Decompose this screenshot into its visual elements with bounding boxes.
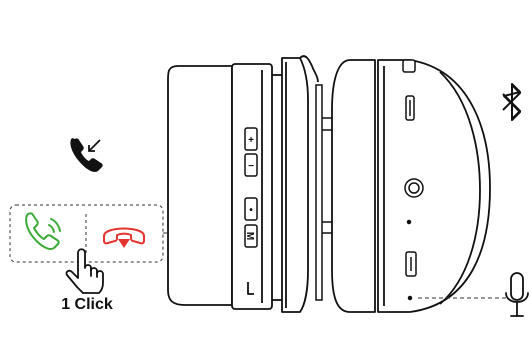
button-plus-label: + xyxy=(248,135,254,146)
button-multifunction-label: • xyxy=(249,205,253,216)
hinge-arms xyxy=(316,85,333,300)
tap-hand-icon xyxy=(66,249,103,293)
button-plus: + xyxy=(245,128,257,150)
reject-call-icon xyxy=(104,229,144,249)
button-mode-label: M xyxy=(244,232,255,240)
microphone-icon xyxy=(506,273,528,316)
button-minus-label: − xyxy=(248,161,254,172)
button-mode: M xyxy=(244,225,257,247)
bluetooth-icon xyxy=(503,84,520,120)
button-multifunction: • xyxy=(245,198,257,220)
answer-call-icon xyxy=(26,213,60,249)
incoming-call-icon xyxy=(70,138,102,172)
click-instruction-label: 1 Click xyxy=(47,295,127,315)
button-minus: − xyxy=(245,154,257,176)
left-ear-cup xyxy=(168,64,282,309)
headband-left xyxy=(282,56,318,312)
